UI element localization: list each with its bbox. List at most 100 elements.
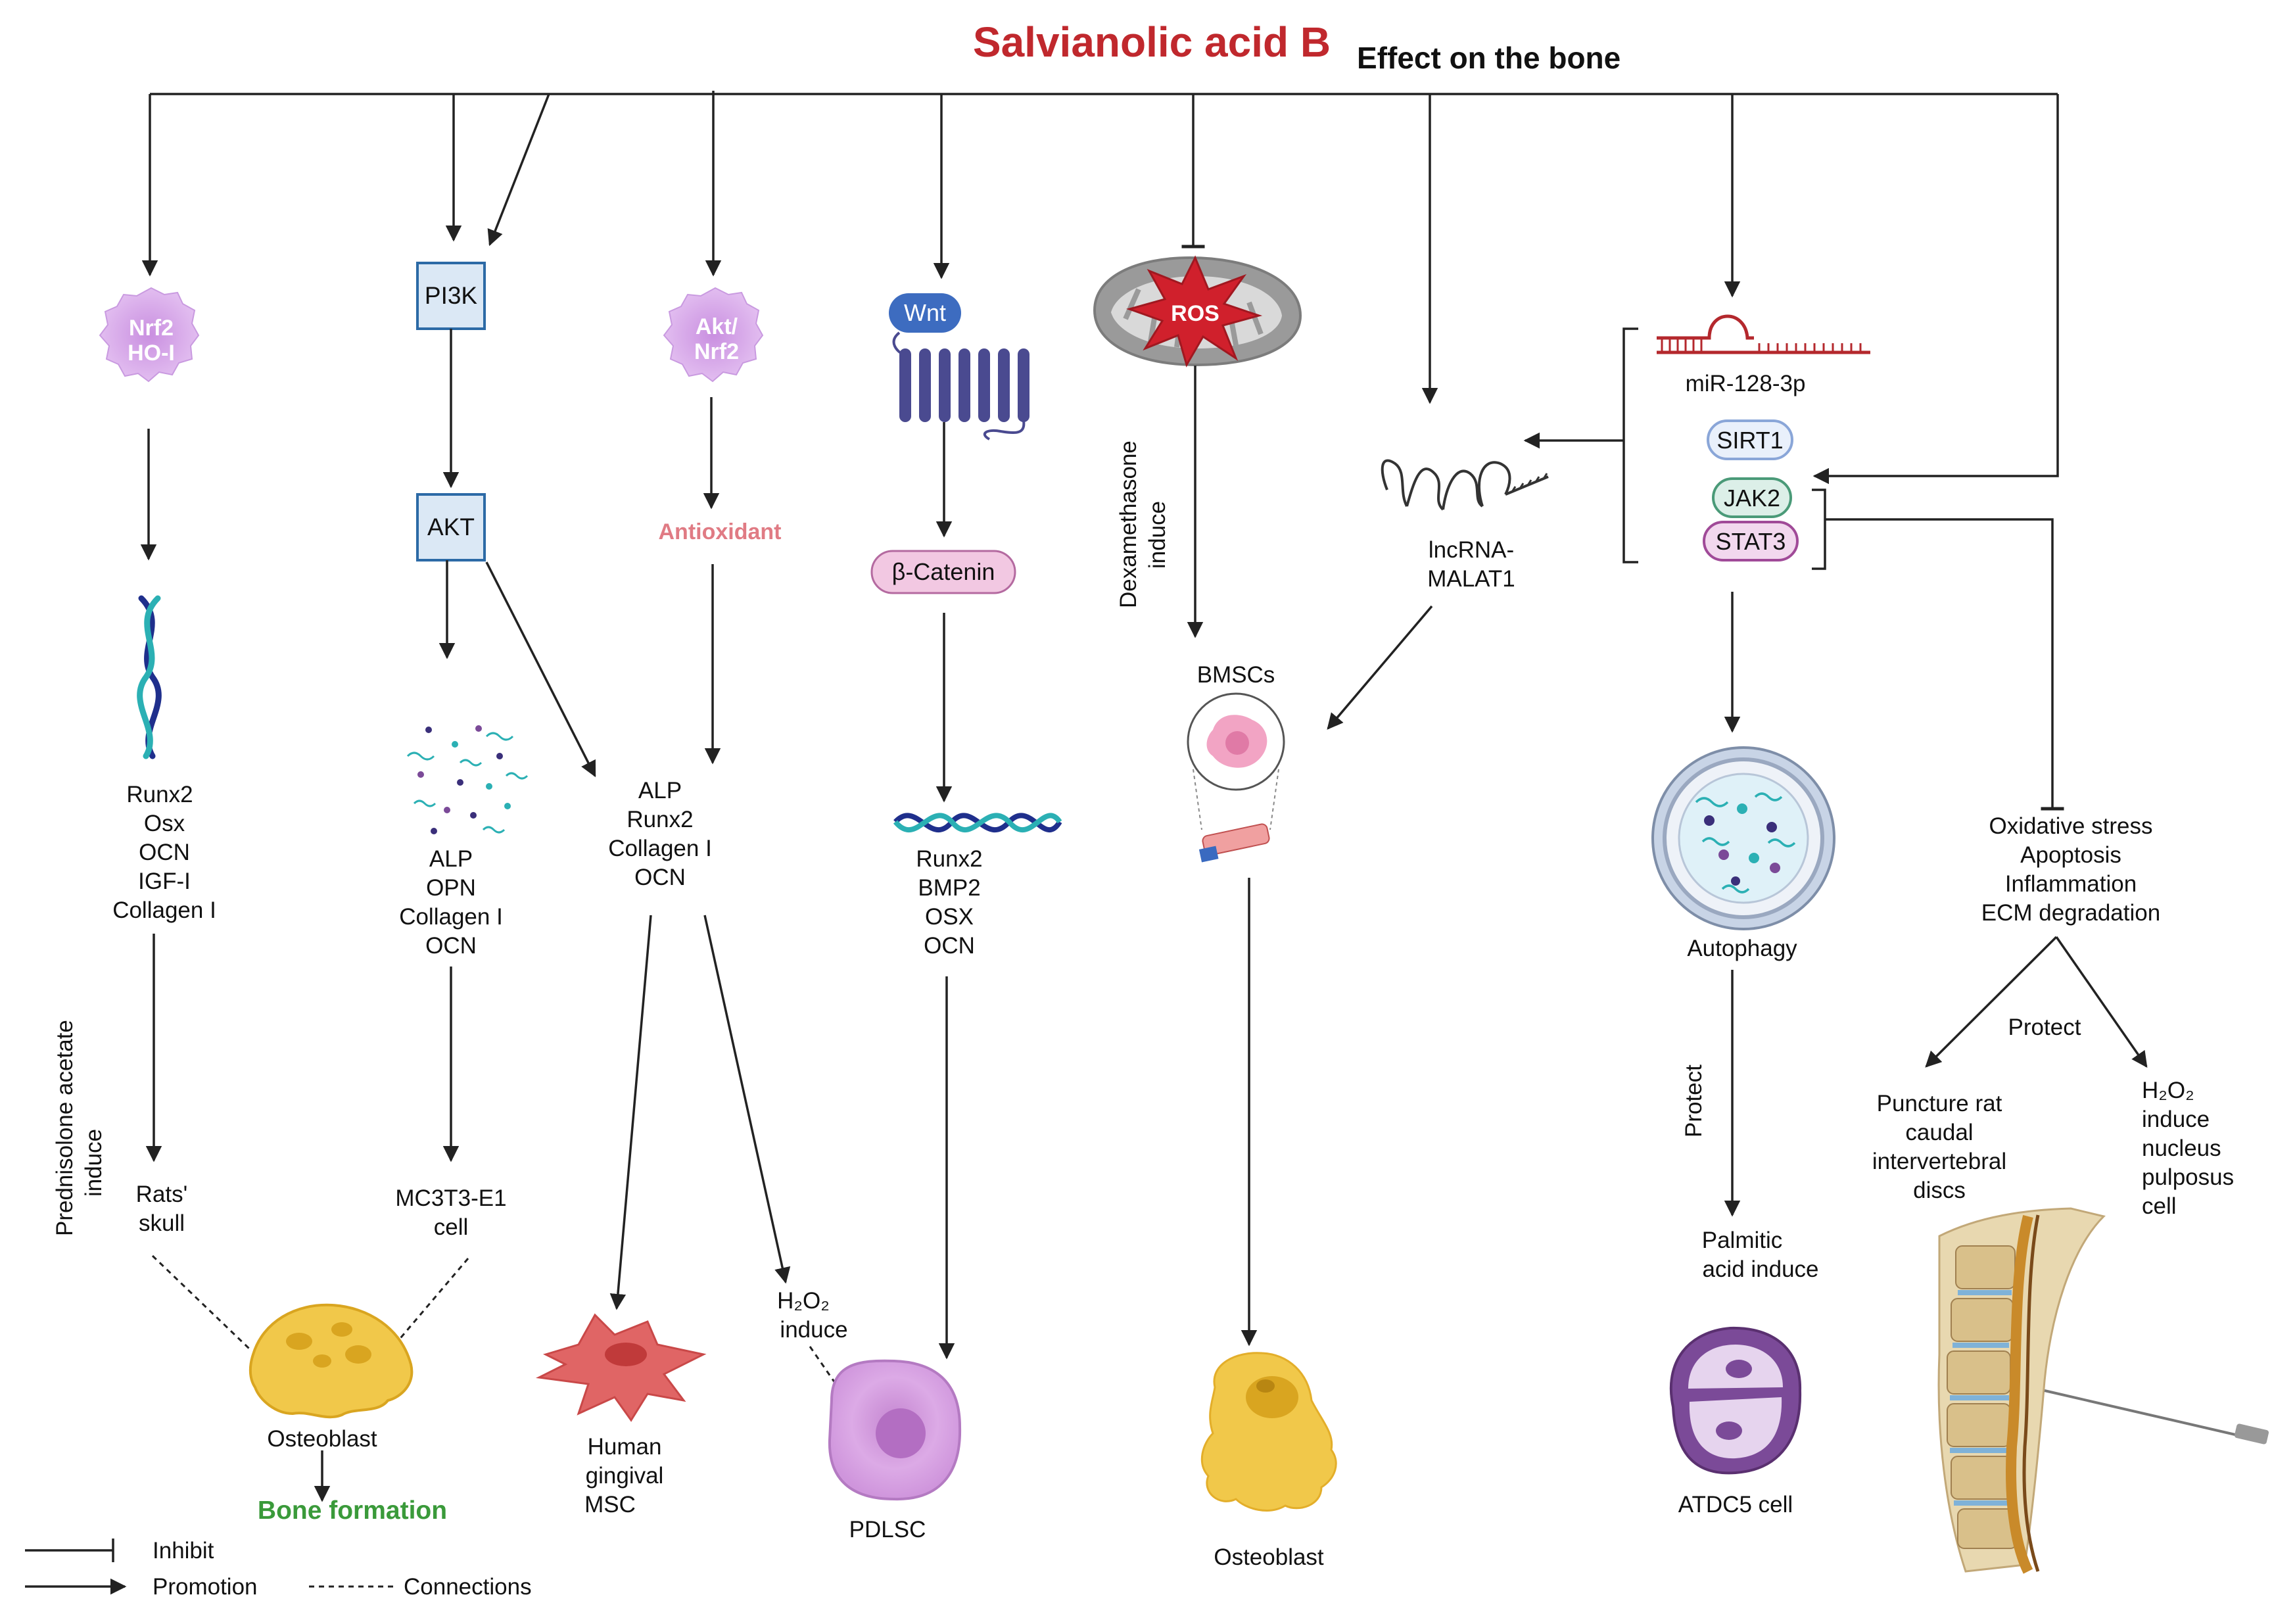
col1-marker-2: Osx: [144, 811, 185, 836]
sirt1-label: SIRT1: [1716, 427, 1783, 454]
col8-right-model: H₂O₂ induce nucleus pulposus cell: [2142, 1078, 2234, 1219]
palmitic-label-1: Palmitic: [1702, 1228, 1783, 1253]
osteoblast-label-left: Osteoblast: [267, 1426, 377, 1452]
col3-marker-1: ALP: [638, 778, 682, 803]
col1-side-label-1: Prednisolone acetate: [52, 1020, 78, 1236]
right-model-formula: H₂O₂: [2142, 1078, 2194, 1103]
effect-ecm-degradation: ECM degradation: [1981, 900, 2160, 926]
akt-nrf2-label-2: Nrf2: [694, 339, 739, 364]
mirna-label: miR-128-3p: [1686, 371, 1806, 396]
akt-label: AKT: [427, 513, 475, 540]
top-bus-lines: [141, 91, 2059, 485]
legend-inhibit-symbol: [25, 1539, 114, 1562]
right-model-1: induce: [2142, 1107, 2210, 1132]
dna-helix-icon: [137, 595, 162, 759]
wnt-pill: [889, 293, 961, 333]
col2-marker-1: ALP: [429, 846, 473, 872]
connection-col2-osteoblast: [396, 1258, 469, 1342]
left-model-1: Puncture rat: [1877, 1091, 2002, 1116]
col1-marker-5: Collagen I: [112, 897, 216, 923]
catenin-label: β-Catenin: [892, 558, 995, 585]
col5-side-label: Dexamethasone induce: [1116, 441, 1170, 608]
nrf2-ho1-label-1: Nrf2: [129, 316, 174, 341]
osteoblast-cell-icon-col5: [1200, 1352, 1337, 1512]
arrow-col3-to-msc: [609, 915, 652, 1310]
molecules-scatter-icon: [406, 725, 529, 834]
autophagy-label: Autophagy: [1687, 936, 1797, 961]
atdc5-label: ATDC5 cell: [1678, 1492, 1793, 1517]
col2-marker-3: Collagen I: [399, 904, 503, 930]
arrow-akt-to-col3: [485, 561, 596, 778]
col5-side-label-2: induce: [1145, 501, 1170, 569]
effect-apoptosis: Apoptosis: [2020, 842, 2121, 868]
col2-model-2: cell: [434, 1214, 469, 1240]
bone-formation-label: Bone formation: [258, 1496, 447, 1525]
akt-nrf2-label-1: Akt/: [696, 314, 738, 339]
connection-col1-osteoblast: [151, 1254, 251, 1350]
arrow-effects-to-left-model: [1925, 936, 2058, 1068]
col2-marker-4: OCN: [425, 933, 477, 959]
diagram-title: Salvianolic acid B: [973, 18, 1331, 66]
col4-markers: Runx2 BMP2 OSX OCN: [916, 846, 982, 959]
col1-marker-3: OCN: [139, 840, 190, 865]
spine-section-icon: [1937, 1207, 2269, 1574]
right-model-4: cell: [2142, 1193, 2177, 1219]
ros-burst-icon: ROS: [1126, 255, 1263, 368]
legend-connections-label: Connections: [404, 1574, 532, 1600]
col2-markers: ALP OPN Collagen I OCN: [399, 846, 503, 959]
col1-model-2: skull: [139, 1210, 185, 1236]
msc-label-1: Human: [588, 1434, 662, 1460]
col1-side-label: Prednisolone acetate induce: [52, 1020, 106, 1236]
right-model-3: pulposus: [2142, 1164, 2234, 1190]
bracket-left: [1622, 327, 1638, 563]
col2-model-1: MC3T3-E1: [395, 1185, 506, 1211]
col4-marker-1: Runx2: [916, 846, 982, 872]
col1-marker-1: Runx2: [126, 782, 193, 807]
col1-marker-4: IGF-I: [138, 869, 191, 894]
legend-inhibit-label: Inhibit: [153, 1538, 214, 1564]
col3-marker-4: OCN: [634, 865, 686, 890]
right-model-2: nucleus: [2142, 1135, 2221, 1161]
col4-marker-4: OCN: [924, 933, 975, 959]
autophagosome-icon: [1651, 746, 1835, 930]
col3-marker-2: Runx2: [627, 807, 693, 832]
wnt-label: Wnt: [904, 299, 946, 326]
col8-effects: Oxidative stress Apoptosis Inflammation …: [1981, 813, 2160, 926]
arrow-lncrna-to-bmscs: [1327, 605, 1433, 730]
col1-side-label-2: induce: [81, 1129, 106, 1197]
protect-label-col8: Protect: [2008, 1015, 2081, 1040]
col1-markers: Runx2 Osx OCN IGF-I Collagen I: [112, 782, 216, 923]
left-model-2: caudal: [1905, 1120, 1973, 1145]
antioxidant-label: Antioxidant: [659, 519, 782, 544]
arrow-col3-to-h2o2: [703, 915, 791, 1284]
atdc5-cell-icon: [1669, 1326, 1802, 1475]
col4-marker-3: OSX: [925, 904, 974, 930]
nrf2-ho1-node: Nrf2 HO-I: [99, 287, 200, 383]
stat3-label: STAT3: [1716, 528, 1786, 555]
col3-marker-3: Collagen I: [608, 836, 712, 861]
msc-label: Human gingival MSC: [584, 1434, 663, 1517]
connection-h2o2-pdlsc: [809, 1346, 838, 1385]
pi3k-label: PI3K: [425, 282, 478, 309]
stat3-pill: [1703, 521, 1799, 561]
frizzled-receptor-icon: [892, 331, 1030, 441]
jak2-label: JAK2: [1724, 485, 1780, 512]
mirna-hairpin-icon: [1657, 314, 1870, 354]
effect-inflammation: Inflammation: [2005, 871, 2137, 897]
msc-label-3: MSC: [584, 1492, 636, 1517]
col3-markers: ALP Runx2 Collagen I OCN: [608, 778, 712, 890]
gingival-msc-cell-icon: [535, 1313, 707, 1422]
col1-model-1: Rats': [136, 1182, 188, 1207]
lncrna-label-1: lncRNA-: [1429, 537, 1514, 563]
effect-oxidative-stress: Oxidative stress: [1989, 813, 2153, 839]
jak2-pill: [1712, 477, 1792, 518]
col8-left-model: Puncture rat caudal intervertebral discs: [1872, 1091, 2006, 1203]
h2o2-induce-col3: induce: [780, 1317, 847, 1343]
pi3k-box: [416, 262, 486, 330]
bmscs-cell-icon: [1187, 692, 1285, 863]
legend: Inhibit Promotion Connections: [25, 1538, 532, 1600]
pdlsc-label: PDLSC: [849, 1517, 926, 1542]
h2o2-formula-col3: H₂O₂: [777, 1288, 830, 1314]
palmitic-label-2: acid induce: [1702, 1256, 1818, 1282]
